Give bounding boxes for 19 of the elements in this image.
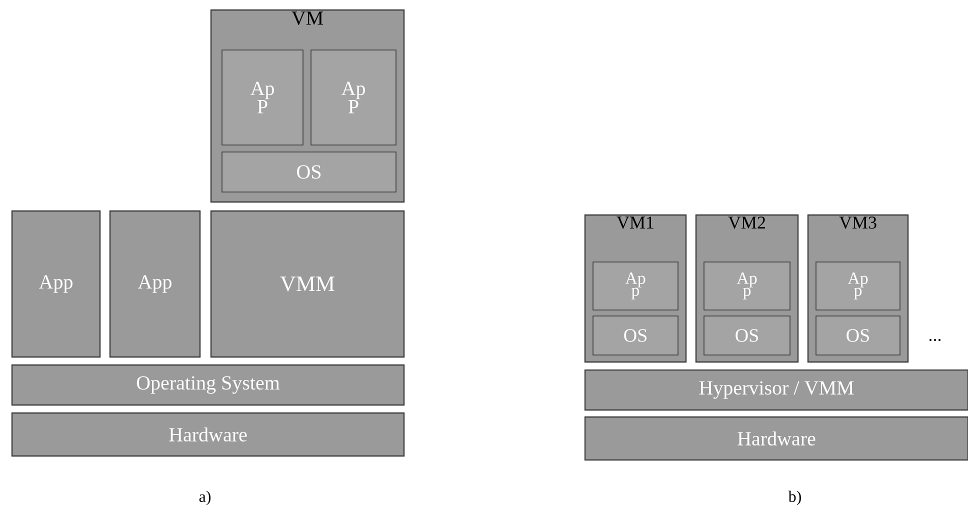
ellipsis: ... <box>929 338 941 342</box>
inner-box: Ap p <box>816 262 900 310</box>
component-box: App <box>11 210 101 358</box>
inner-box: OS <box>816 316 900 356</box>
layer-box: Hardware <box>584 416 968 461</box>
panel-label: b) <box>788 490 801 506</box>
inner-box: Ap P <box>310 50 396 146</box>
inner-box: OS <box>592 316 678 356</box>
inner-box: Ap p <box>592 262 678 310</box>
inner-box: Ap P <box>222 50 304 146</box>
inner-box: OS <box>222 152 396 192</box>
component-box: App <box>109 210 201 358</box>
component-box: VMM <box>210 210 405 358</box>
layer-box: Hypervisor / VMM <box>584 369 968 411</box>
layer-box: Operating System <box>11 364 405 406</box>
inner-box: OS <box>704 316 790 356</box>
panel-label: a) <box>199 490 211 506</box>
layer-box: Hardware <box>11 412 405 457</box>
inner-box: Ap p <box>704 262 790 310</box>
